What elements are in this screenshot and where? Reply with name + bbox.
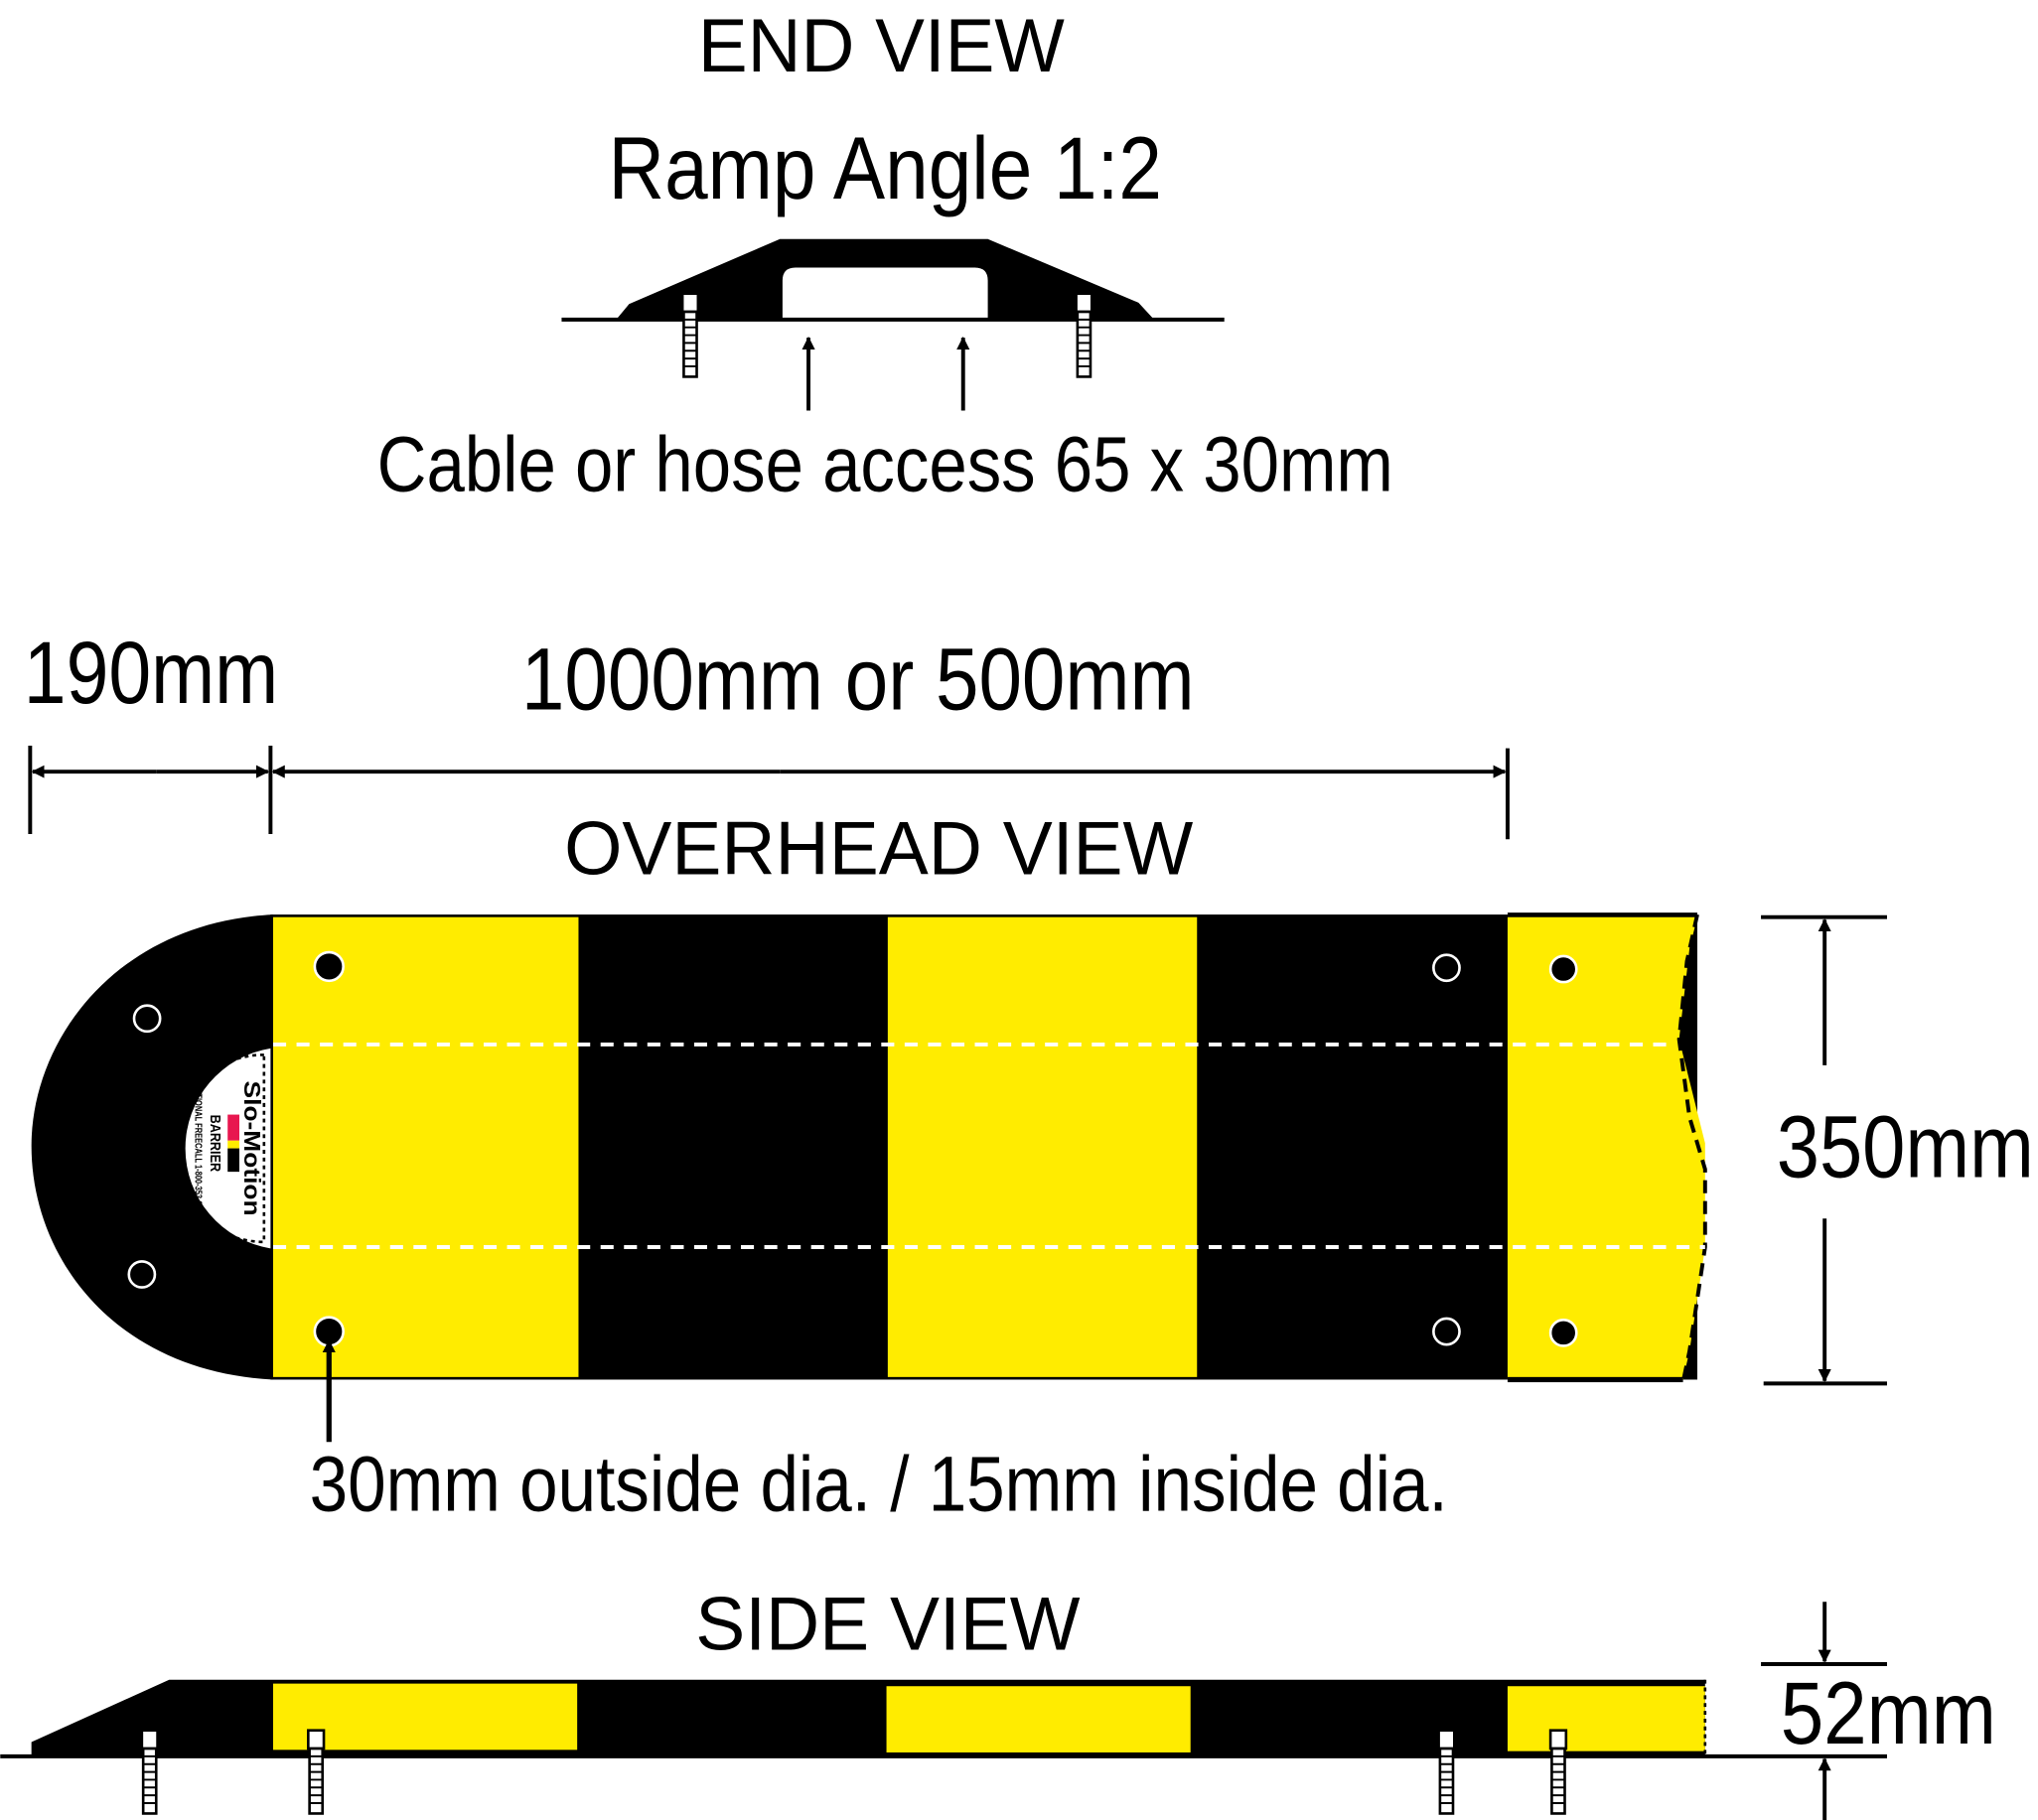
hole-icon	[313, 950, 345, 983]
hole-icon	[132, 1004, 162, 1034]
bolt-icon	[680, 292, 700, 378]
hole-icon	[1548, 954, 1578, 984]
yellow-stripe	[1507, 1686, 1705, 1751]
hole-label: 30mm outside dia. / 15mm inside dia.	[310, 1441, 1448, 1528]
height-label: 52mm	[1781, 1663, 1996, 1762]
end-width-label: 190mm	[24, 623, 278, 722]
overhead-view-title: OVERHEAD VIEW	[564, 807, 1194, 892]
end-profile	[616, 238, 1155, 320]
bolt-icon	[1437, 1729, 1456, 1815]
logo-brand: Slo-Motion	[239, 1081, 265, 1216]
bolt-icon	[1075, 292, 1093, 378]
hole-icon	[1432, 1317, 1461, 1346]
ramp-angle-label: Ramp Angle 1:2	[609, 118, 1162, 217]
logo-sub: BARRIER	[207, 1115, 222, 1173]
yellow-stripe	[1507, 916, 1705, 1380]
yellow-stripe	[887, 916, 1198, 1377]
side-view: SIDE VIEW 52mm	[0, 1583, 1996, 1820]
end-view: END VIEW Ramp Angle 1:2 Cable or hose ac…	[377, 4, 1393, 508]
overhead-view: Slo-Motion BARRIER NATIONAL FREECALL 1-8…	[31, 912, 2034, 1528]
logo: Slo-Motion BARRIER NATIONAL FREECALL 1-8…	[169, 1048, 271, 1249]
hole-icon	[127, 1260, 157, 1289]
end-view-title: END VIEW	[698, 4, 1065, 88]
bolt-icon	[307, 1729, 326, 1815]
width-label: 350mm	[1777, 1096, 2034, 1195]
yellow-stripe	[273, 916, 579, 1377]
overhead-dimensions: 190mm 1000mm or 500mm OVERHEAD VIEW	[24, 623, 1510, 892]
access-label: Cable or hose access 65 x 30mm	[377, 421, 1393, 508]
bolt-icon	[1548, 1729, 1568, 1815]
hole-icon	[1432, 953, 1461, 983]
bolt-icon	[140, 1729, 159, 1815]
mounting-holes	[127, 950, 1578, 1347]
yellow-stripe	[886, 1686, 1191, 1752]
rounded-end	[31, 914, 274, 1380]
hole-icon	[1548, 1318, 1578, 1347]
length-label: 1000mm or 500mm	[521, 629, 1195, 728]
side-view-title: SIDE VIEW	[695, 1583, 1081, 1667]
logo-phone: NATIONAL FREECALL 1-800-353-883	[193, 1083, 204, 1213]
